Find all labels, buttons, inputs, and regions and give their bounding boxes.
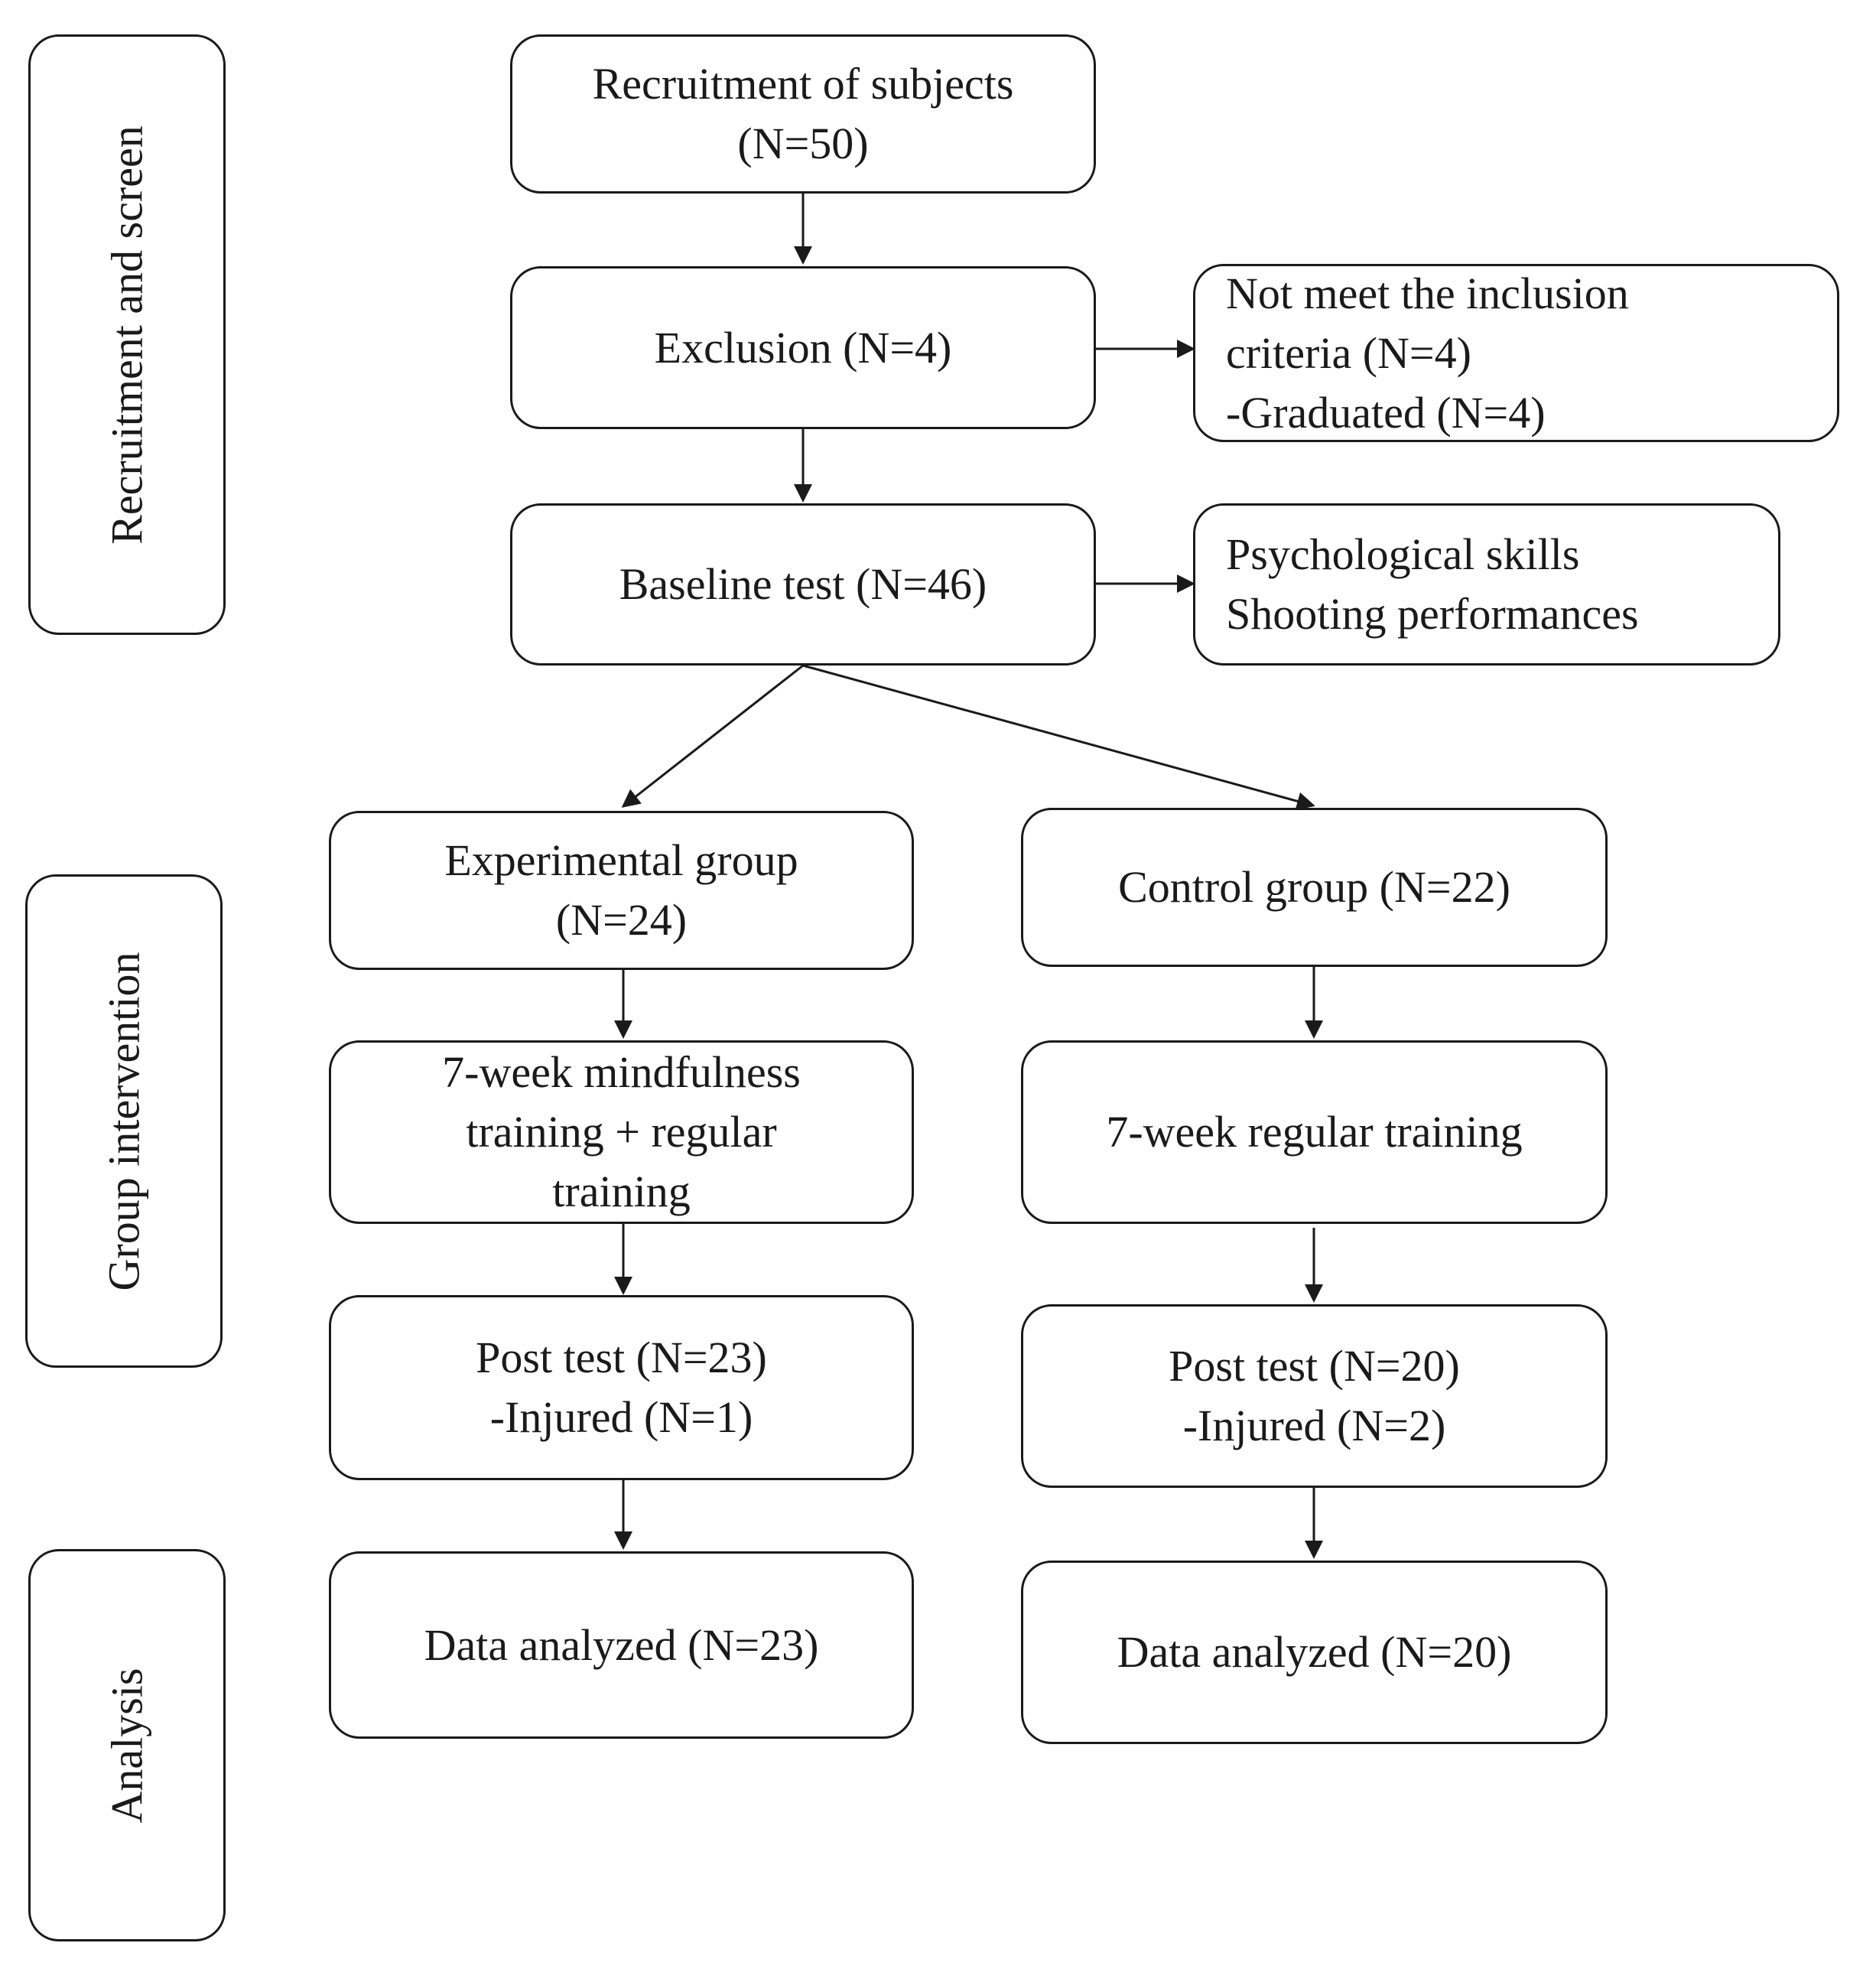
experimental-training-box: 7-week mindfulness training + regular tr… xyxy=(329,1040,914,1224)
experimental-group-box: Experimental group (N=24) xyxy=(329,811,914,970)
phase-analysis-panel: Analysis xyxy=(28,1549,226,1941)
box-text-line: Control group (N=22) xyxy=(1118,862,1510,912)
box-text-line: training + regular xyxy=(466,1107,777,1157)
box-text-line: 7-week regular training xyxy=(1106,1107,1523,1157)
box-text-line: Data analyzed (N=23) xyxy=(424,1619,819,1670)
box-text-line: 7-week mindfulness xyxy=(442,1047,801,1097)
box-text-line: -Injured (N=1) xyxy=(489,1392,753,1442)
recruitment-box: Recruitment of subjects (N=50) xyxy=(510,34,1096,194)
box-text-line: Post test (N=23) xyxy=(476,1333,767,1382)
baseline-box: Baseline test (N=46) xyxy=(510,503,1096,666)
box-text-line: criteria (N=4) xyxy=(1226,327,1471,378)
control-post-test-box: Post test (N=20) -Injured (N=2) xyxy=(1021,1304,1608,1488)
arrow-baseline-to-experimental xyxy=(621,664,804,808)
box-text-line: Psychological skills xyxy=(1226,529,1580,579)
box-text-line: Not meet the inclusion xyxy=(1226,268,1629,318)
phase-intervention-panel: Group intervention xyxy=(25,874,223,1368)
box-text-line: -Graduated (N=4) xyxy=(1226,387,1546,438)
control-training-box: 7-week regular training xyxy=(1021,1040,1608,1224)
baseline-measures-box: Psychological skills Shooting performanc… xyxy=(1193,503,1780,666)
box-text-line: Post test (N=20) xyxy=(1169,1341,1460,1391)
exclusion-reasons-box: Not meet the inclusion criteria (N=4) -G… xyxy=(1193,264,1839,442)
box-text-line: -Injured (N=2) xyxy=(1182,1401,1446,1450)
box-text-line: Experimental group xyxy=(444,835,798,885)
control-group-box: Control group (N=22) xyxy=(1021,808,1608,967)
box-text-line: Recruitment of subjects xyxy=(592,59,1014,109)
box-text-line: Exclusion (N=4) xyxy=(654,322,952,373)
experimental-data-analyzed-box: Data analyzed (N=23) xyxy=(329,1551,914,1739)
arrow-baseline-to-control xyxy=(802,664,1315,811)
box-text-line: Data analyzed (N=20) xyxy=(1117,1627,1512,1677)
box-text-line: (N=50) xyxy=(737,119,869,168)
box-text-line: Baseline test (N=46) xyxy=(619,559,987,609)
box-text-line: training xyxy=(552,1167,691,1216)
box-text-line: Shooting performances xyxy=(1226,589,1639,639)
exclusion-box: Exclusion (N=4) xyxy=(510,266,1096,429)
control-data-analyzed-box: Data analyzed (N=20) xyxy=(1021,1561,1608,1744)
experimental-post-test-box: Post test (N=23) -Injured (N=1) xyxy=(329,1295,914,1480)
phase-recruitment-panel: Recruitment and screen xyxy=(28,34,226,635)
box-text-line: (N=24) xyxy=(555,895,688,945)
